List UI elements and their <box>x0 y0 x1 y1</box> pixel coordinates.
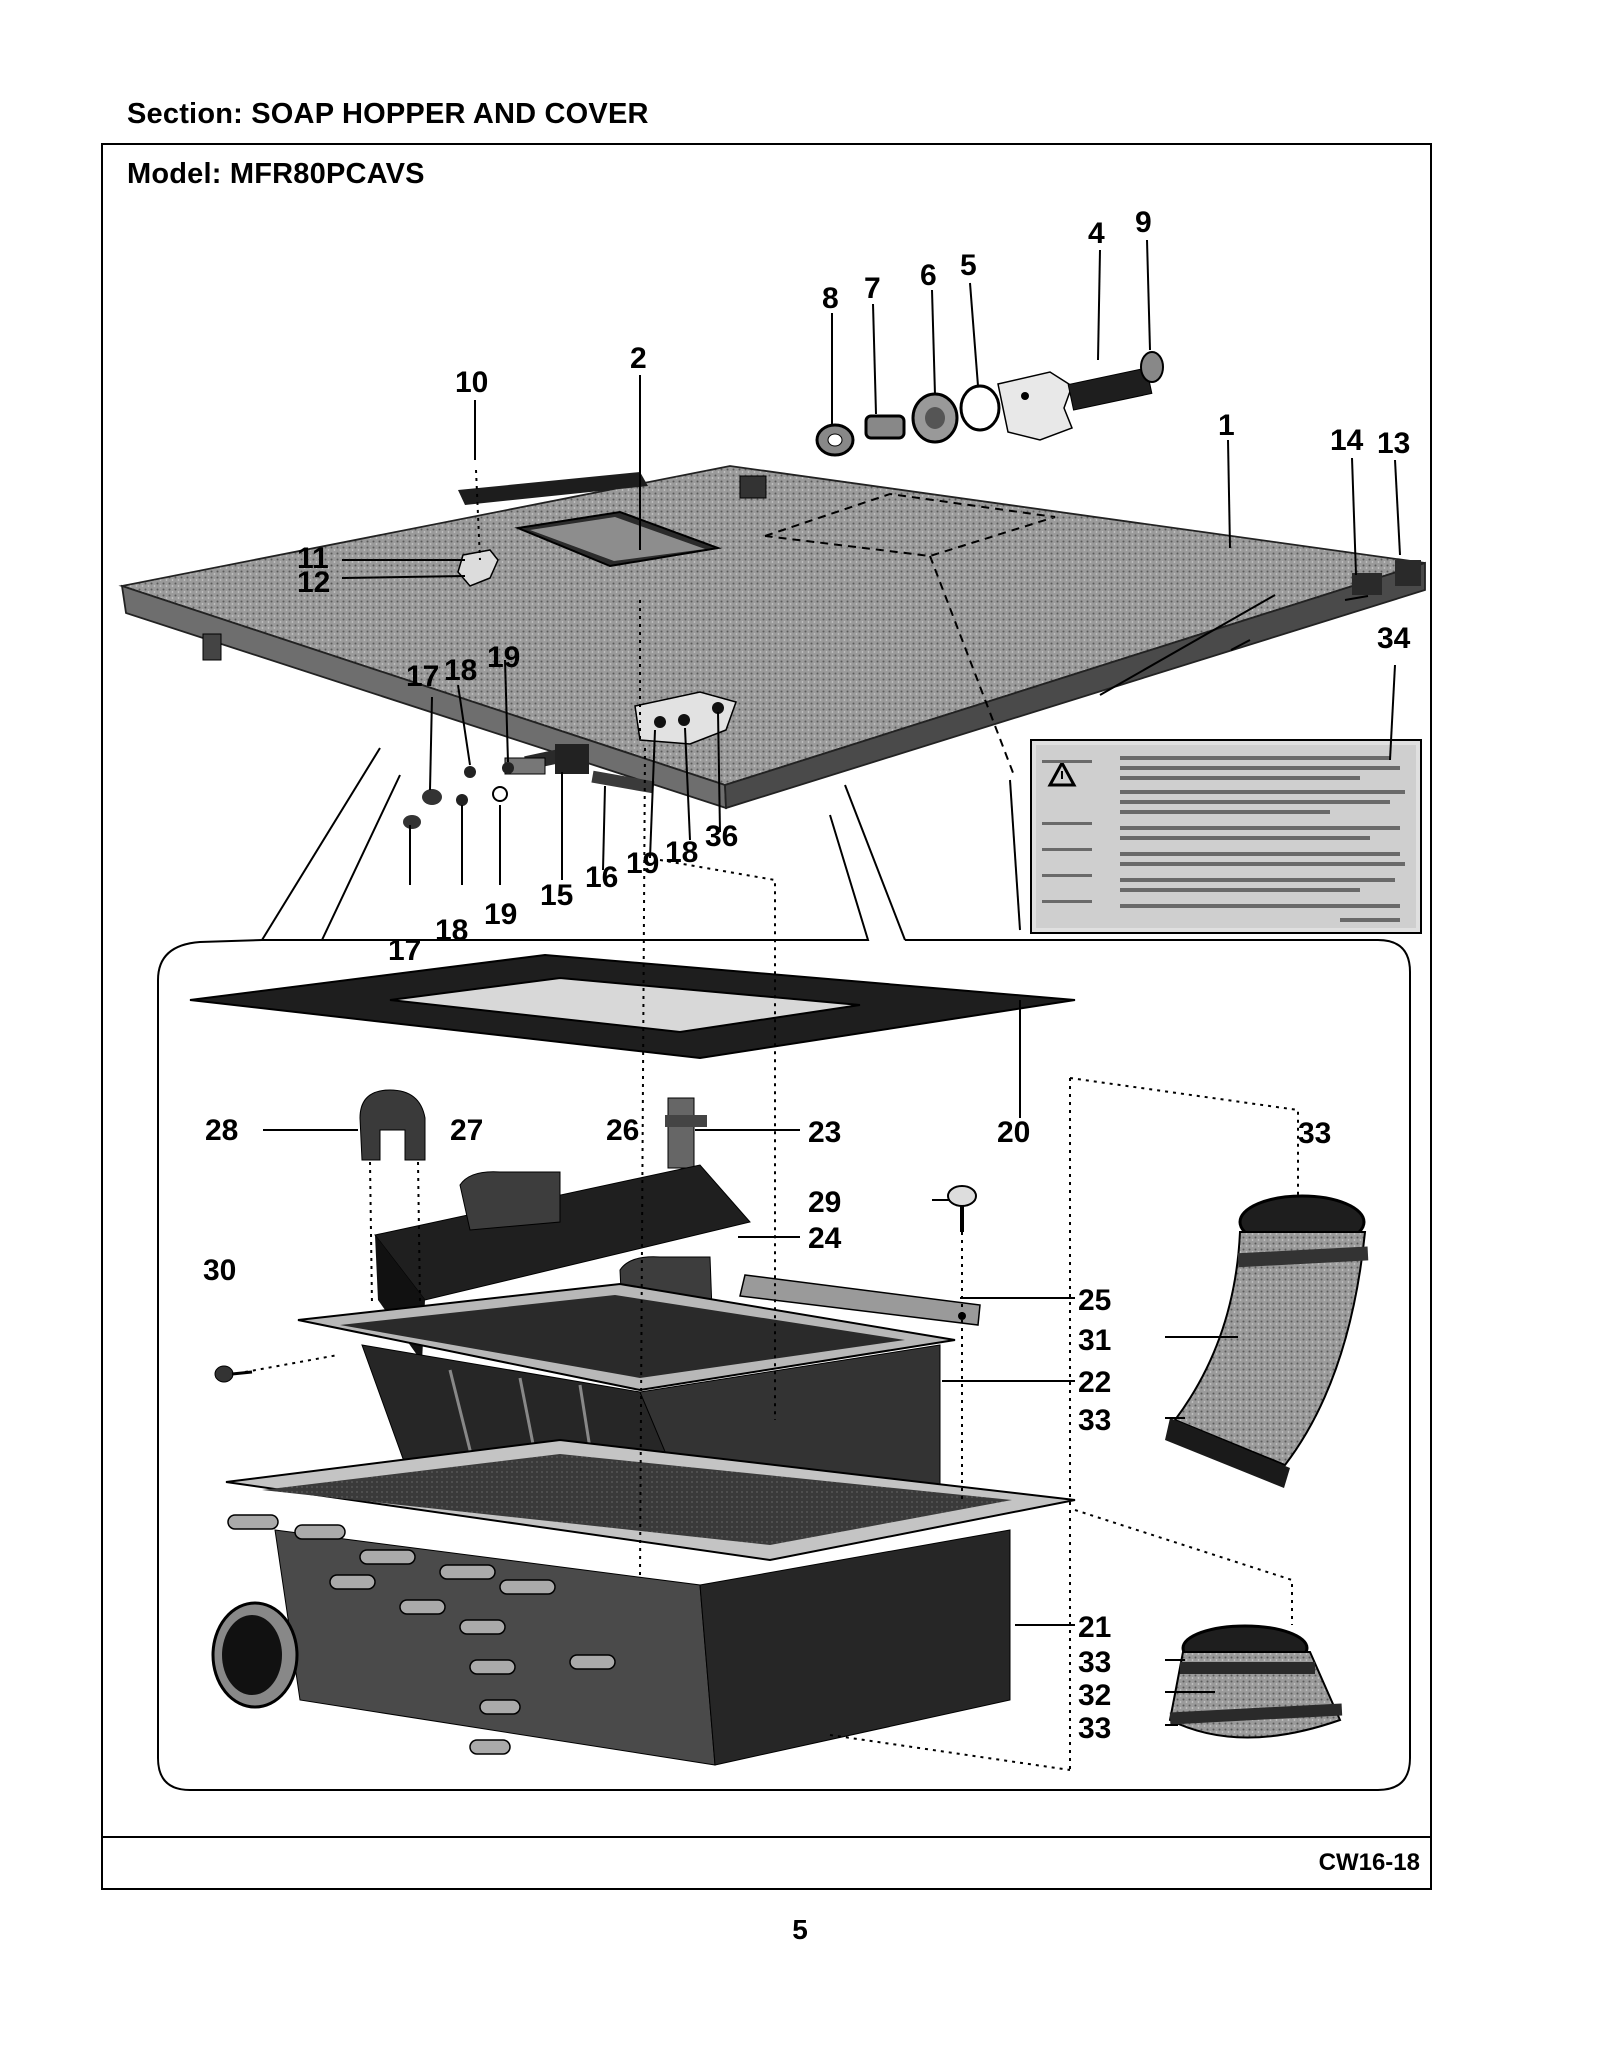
callout-33-lower: 33 <box>1078 1712 1111 1745</box>
callout-24: 24 <box>808 1222 842 1255</box>
callout-6: 6 <box>920 259 937 292</box>
outer-hopper <box>211 1438 1076 1766</box>
callout-28: 28 <box>205 1114 238 1147</box>
callout-2: 2 <box>630 342 647 375</box>
callout-labels: 1 2 4 5 6 7 8 9 10 11 12 13 14 15 16 17 … <box>203 206 1411 1745</box>
callout-9: 9 <box>1135 206 1152 239</box>
callout-7: 7 <box>864 272 881 305</box>
screw-30 <box>214 1365 253 1383</box>
footer-divider <box>101 1836 1432 1838</box>
callout-31: 31 <box>1078 1324 1111 1357</box>
callout-26: 26 <box>606 1114 639 1147</box>
callout-27: 27 <box>450 1114 483 1147</box>
elbow-31 <box>1165 1194 1369 1488</box>
callout-33-hidden: 33 <box>1300 1179 1333 1212</box>
coupling-32 <box>1168 1624 1343 1739</box>
drawing-code: CW16-18 <box>1318 1849 1420 1876</box>
callout-10: 10 <box>455 366 488 399</box>
leader-lines <box>263 239 1401 1726</box>
callout-33-elbow: 33 <box>1078 1404 1111 1437</box>
callout-4: 4 <box>1088 217 1105 250</box>
callout-29: 29 <box>808 1186 841 1219</box>
gasket <box>189 953 1076 1060</box>
screw-29 <box>947 1185 977 1232</box>
diagram-frame <box>101 143 1432 1890</box>
warning-label <box>1030 739 1422 934</box>
hinge-hardware <box>403 744 589 829</box>
callout-23: 23 <box>808 1116 841 1149</box>
page-number: 5 <box>792 1914 808 1945</box>
callout-36: 36 <box>705 820 738 853</box>
callout-17-top: 17 <box>406 660 439 693</box>
callout-15: 15 <box>540 879 573 912</box>
callout-33-top: 33 <box>1298 1117 1331 1150</box>
callout-14: 14 <box>1330 424 1364 457</box>
callout-33-upper: 33 <box>1078 1646 1111 1679</box>
callout-20: 20 <box>997 1116 1030 1149</box>
callout-21: 21 <box>1078 1611 1111 1644</box>
alignment-lines <box>244 469 1299 1771</box>
callout-18-right: 18 <box>665 836 698 869</box>
callout-34: 34 <box>1377 622 1411 655</box>
detail-box <box>157 939 1411 1791</box>
callout-19-top: 19 <box>487 641 520 674</box>
callout-25: 25 <box>1078 1284 1111 1317</box>
callout-18-bottom: 18 <box>435 914 468 947</box>
callout-5: 5 <box>960 249 977 282</box>
callout-30: 30 <box>203 1254 236 1287</box>
callout-22: 22 <box>1078 1366 1111 1399</box>
callout-16: 16 <box>585 861 618 894</box>
callout-19-bottom: 19 <box>484 898 517 931</box>
callout-18-top: 18 <box>444 654 477 687</box>
callout-17-bottom: 17 <box>388 934 421 967</box>
model-title: Model: MFR80PCAVS <box>127 158 425 190</box>
callout-19-right: 19 <box>626 847 659 880</box>
callout-1: 1 <box>1218 409 1235 442</box>
callout-8: 8 <box>822 282 839 315</box>
section-title: Section: SOAP HOPPER AND COVER <box>127 98 649 130</box>
fitting-assembly <box>815 351 1164 457</box>
callout-12: 12 <box>297 566 330 599</box>
warning-triangle-icon <box>1047 759 1077 787</box>
callout-32: 32 <box>1078 1679 1111 1712</box>
callout-13: 13 <box>1377 427 1410 460</box>
callout-11: 11 <box>297 542 329 575</box>
